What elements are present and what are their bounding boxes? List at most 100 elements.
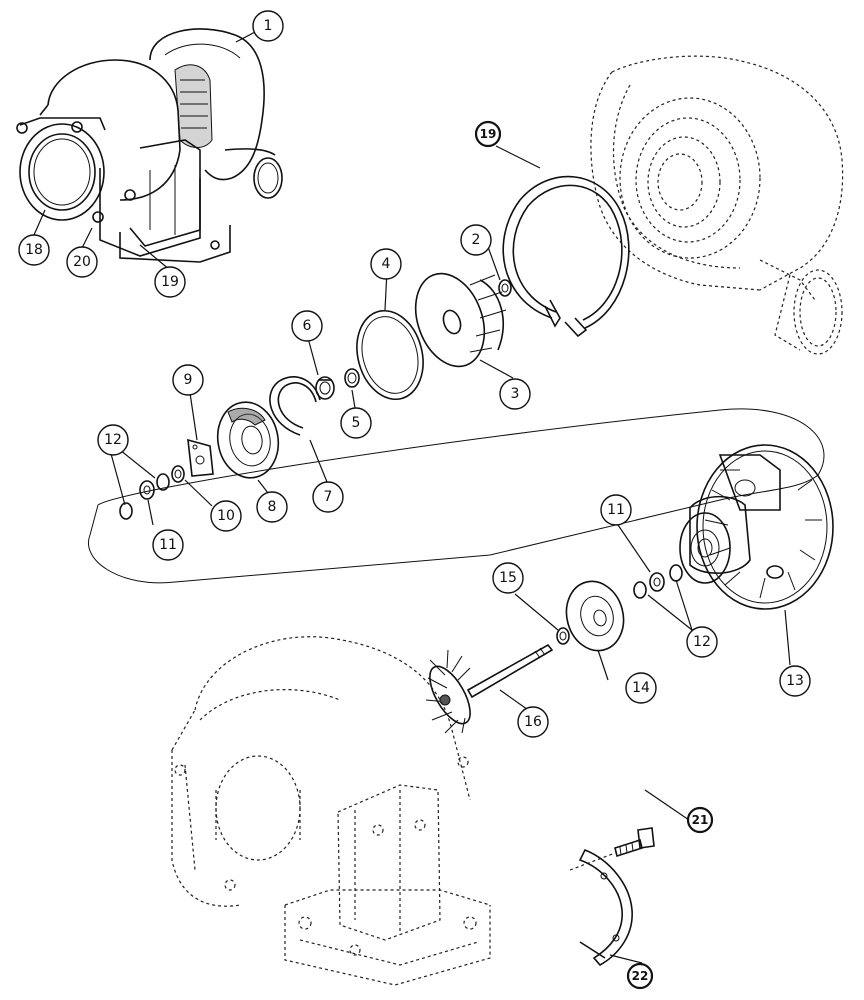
callout-number: 10 (217, 508, 235, 524)
turbine-shaft-16 (425, 643, 554, 734)
callout-c13: 13 (779, 665, 811, 697)
callout-number: 4 (382, 256, 391, 272)
callout-circle (210, 500, 242, 532)
callout-circle (256, 491, 288, 523)
thrust-bearing-9 (187, 438, 214, 477)
callout-number: 5 (352, 415, 361, 431)
callout-number: 14 (632, 680, 650, 696)
callout-number: 20 (73, 254, 91, 270)
callout-number: 19 (161, 274, 179, 290)
callout-circle (474, 120, 502, 148)
callout-number: 7 (324, 489, 333, 505)
callout-circle (499, 378, 531, 410)
callout-number: 8 (268, 499, 277, 515)
callout-circle (686, 806, 714, 834)
clamp-plate-22 (578, 848, 633, 967)
compressor-wheel (414, 272, 507, 368)
callout-c6: 6 (291, 310, 323, 342)
callout-c21: 21 (686, 806, 714, 834)
retaining-ring-7 (269, 376, 321, 436)
callout-c11b: 11 (600, 494, 632, 526)
callout-circle (517, 706, 549, 738)
retaining-ring-12-left-b (119, 502, 133, 520)
callout-c19a: 19 (474, 120, 502, 148)
callout-circle (340, 407, 372, 439)
bolt-21 (614, 827, 655, 858)
callout-c12b: 12 (686, 626, 718, 658)
callout-number: 11 (159, 537, 177, 553)
callout-c22: 22 (626, 962, 654, 990)
callout-c2: 2 (460, 224, 492, 256)
callout-circle (600, 494, 632, 526)
callout-c12a: 12 (97, 424, 129, 456)
retaining-ring-12-right-b (669, 564, 683, 582)
callout-number: 12 (104, 432, 122, 448)
heat-shield-14 (565, 580, 625, 652)
callout-c7: 7 (312, 481, 344, 513)
piston-ring-15 (556, 627, 570, 645)
callout-number: 13 (786, 673, 804, 689)
callout-circle (154, 266, 186, 298)
thrust-collar-6 (315, 376, 335, 400)
seal-plate-8 (216, 401, 280, 479)
callout-circle (460, 224, 492, 256)
washer-10 (171, 465, 185, 483)
callout-number: 22 (632, 969, 649, 983)
compressor-nut (498, 279, 512, 297)
callout-c16: 16 (517, 706, 549, 738)
callout-c18: 18 (18, 234, 50, 266)
leader-lines (33, 30, 791, 964)
callout-circle (18, 234, 50, 266)
compressor-housing-dotted (590, 55, 844, 355)
callout-circle (172, 364, 204, 396)
snap-ring-large (502, 175, 630, 338)
callout-number: 1 (264, 18, 273, 34)
callout-circle (312, 481, 344, 513)
callout-circle (291, 310, 323, 342)
callout-c5: 5 (340, 407, 372, 439)
callout-circle (779, 665, 811, 697)
callout-c1: 1 (252, 10, 284, 42)
turbocharger-assembly (16, 28, 283, 263)
callout-number: 12 (693, 634, 711, 650)
seal-ring-5 (344, 368, 360, 388)
callout-c20: 20 (66, 246, 98, 278)
callout-circle (370, 248, 402, 280)
callout-c14: 14 (625, 672, 657, 704)
dashed-centerline-21 (569, 852, 616, 871)
callout-circle (66, 246, 98, 278)
callout-number: 16 (524, 714, 542, 730)
callout-circle (152, 529, 184, 561)
retaining-ring-12-right-a (633, 581, 647, 599)
turbine-housing-dotted (171, 636, 491, 986)
journal-bearing-11-right (649, 572, 665, 592)
callout-number: 15 (499, 570, 517, 586)
callout-circle (626, 962, 654, 990)
callout-number: 6 (303, 318, 312, 334)
callout-c8: 8 (256, 491, 288, 523)
callout-c9: 9 (172, 364, 204, 396)
callout-c4: 4 (370, 248, 402, 280)
callout-circle (97, 424, 129, 456)
callout-circle (252, 10, 284, 42)
callout-c19b: 19 (154, 266, 186, 298)
callout-number: 11 (607, 502, 625, 518)
retaining-ring-12-left-a (156, 473, 170, 491)
callout-number: 9 (184, 372, 193, 388)
callout-c11a: 11 (152, 529, 184, 561)
bearing-housing-13 (679, 444, 834, 610)
callout-number: 3 (511, 386, 520, 402)
callout-number: 2 (472, 232, 481, 248)
callout-circle (625, 672, 657, 704)
o-ring (356, 309, 424, 401)
callout-c3: 3 (499, 378, 531, 410)
callout-circle (492, 562, 524, 594)
subassembly-outline (88, 408, 825, 584)
callout-c15: 15 (492, 562, 524, 594)
callout-circle (686, 626, 718, 658)
callout-number: 21 (692, 813, 709, 827)
callout-number: 19 (480, 127, 497, 141)
callout-number: 18 (25, 242, 43, 258)
